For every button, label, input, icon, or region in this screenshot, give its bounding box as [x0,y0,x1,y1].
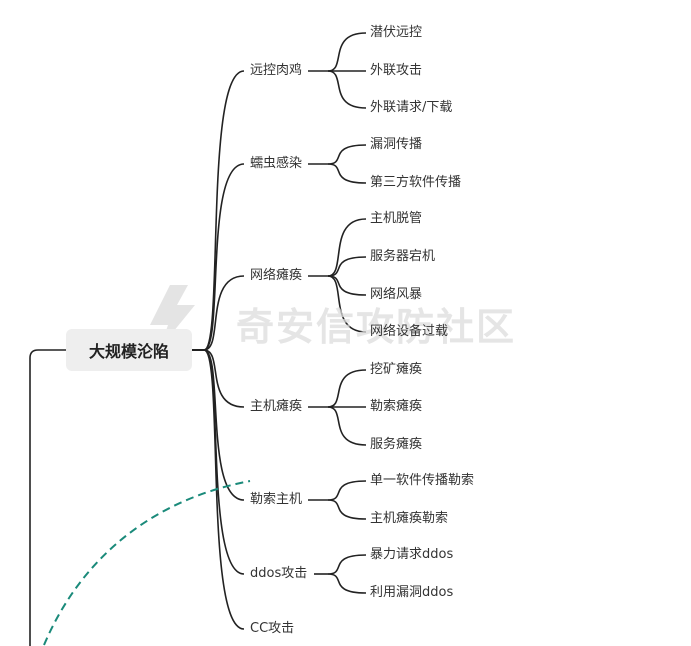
leaf-node-4-0[interactable]: 单一软件传播勒索 [370,473,475,488]
edge-root-branch-5 [203,349,245,575]
edge-root-branch-2 [203,275,245,351]
edge-branch-5-child-0 [327,554,367,575]
leaf-node-3-1[interactable]: 勒索瘫痪 [370,399,423,414]
edge-root-branch-3 [203,349,245,408]
branch-node-4[interactable]: 勒索主机 [250,492,303,507]
edge-branch-3-child-2 [327,406,367,446]
leaf-node-4-1[interactable]: 主机瘫痪勒索 [370,511,449,526]
branch-node-2[interactable]: 网络瘫痪 [250,268,303,283]
edge-branch-1-child-0 [327,144,367,165]
edge-root-branch-4 [203,349,245,501]
edge-branch-5-child-1 [327,573,367,594]
edge-branch-2-child-2 [327,275,367,296]
leaf-node-5-1[interactable]: 利用漏洞ddos [370,585,454,600]
edge-branch-2-child-3 [327,275,367,333]
branch-node-6[interactable]: CC攻击 [250,621,295,636]
branch-node-3[interactable]: 主机瘫痪 [250,399,303,414]
watermark-text: 奇安信攻防社区 [236,305,517,349]
root-node-label: 大规模沦陷 [88,342,169,361]
edge-branch-4-child-0 [327,480,367,501]
edge-branch-1-child-1 [327,163,367,184]
edge-branch-2-child-0 [327,218,367,277]
root-parent-connector [29,349,66,646]
edge-branch-4-child-1 [327,499,367,520]
dashed-relation-arrow [43,480,251,646]
leaf-node-1-0[interactable]: 漏洞传播 [370,137,423,152]
edge-branch-2-child-1 [327,256,367,277]
edge-root-branch-6 [203,349,245,630]
leaf-node-5-0[interactable]: 暴力请求ddos [370,547,454,562]
leaf-node-2-1[interactable]: 服务器宕机 [370,249,436,264]
edge-branch-0-child-0 [327,32,367,72]
leaf-node-2-0[interactable]: 主机脱管 [370,211,423,226]
leaf-node-2-2[interactable]: 网络风暴 [370,287,423,302]
leaf-node-3-0[interactable]: 挖矿瘫痪 [370,362,423,377]
leaf-node-0-2[interactable]: 外联请求/下载 [370,100,453,115]
edge-branch-0-child-2 [327,70,367,109]
watermark-logo-icon [150,285,195,348]
root-node[interactable]: 大规模沦陷 [66,329,192,371]
leaf-node-0-1[interactable]: 外联攻击 [370,63,423,78]
branch-node-0[interactable]: 远控肉鸡 [250,63,303,78]
edge-root-branch-0 [203,70,245,351]
edge-branch-3-child-0 [327,369,367,408]
branch-node-5[interactable]: ddos攻击 [250,566,308,581]
branch-node-1[interactable]: 蠕虫感染 [250,156,303,171]
leaf-node-1-1[interactable]: 第三方软件传播 [370,175,462,190]
leaf-node-3-2[interactable]: 服务瘫痪 [370,437,423,452]
leaf-node-0-0[interactable]: 潜伏远控 [370,25,423,40]
edge-root-branch-1 [203,163,245,351]
leaf-node-2-3[interactable]: 网络设备过载 [370,324,449,339]
